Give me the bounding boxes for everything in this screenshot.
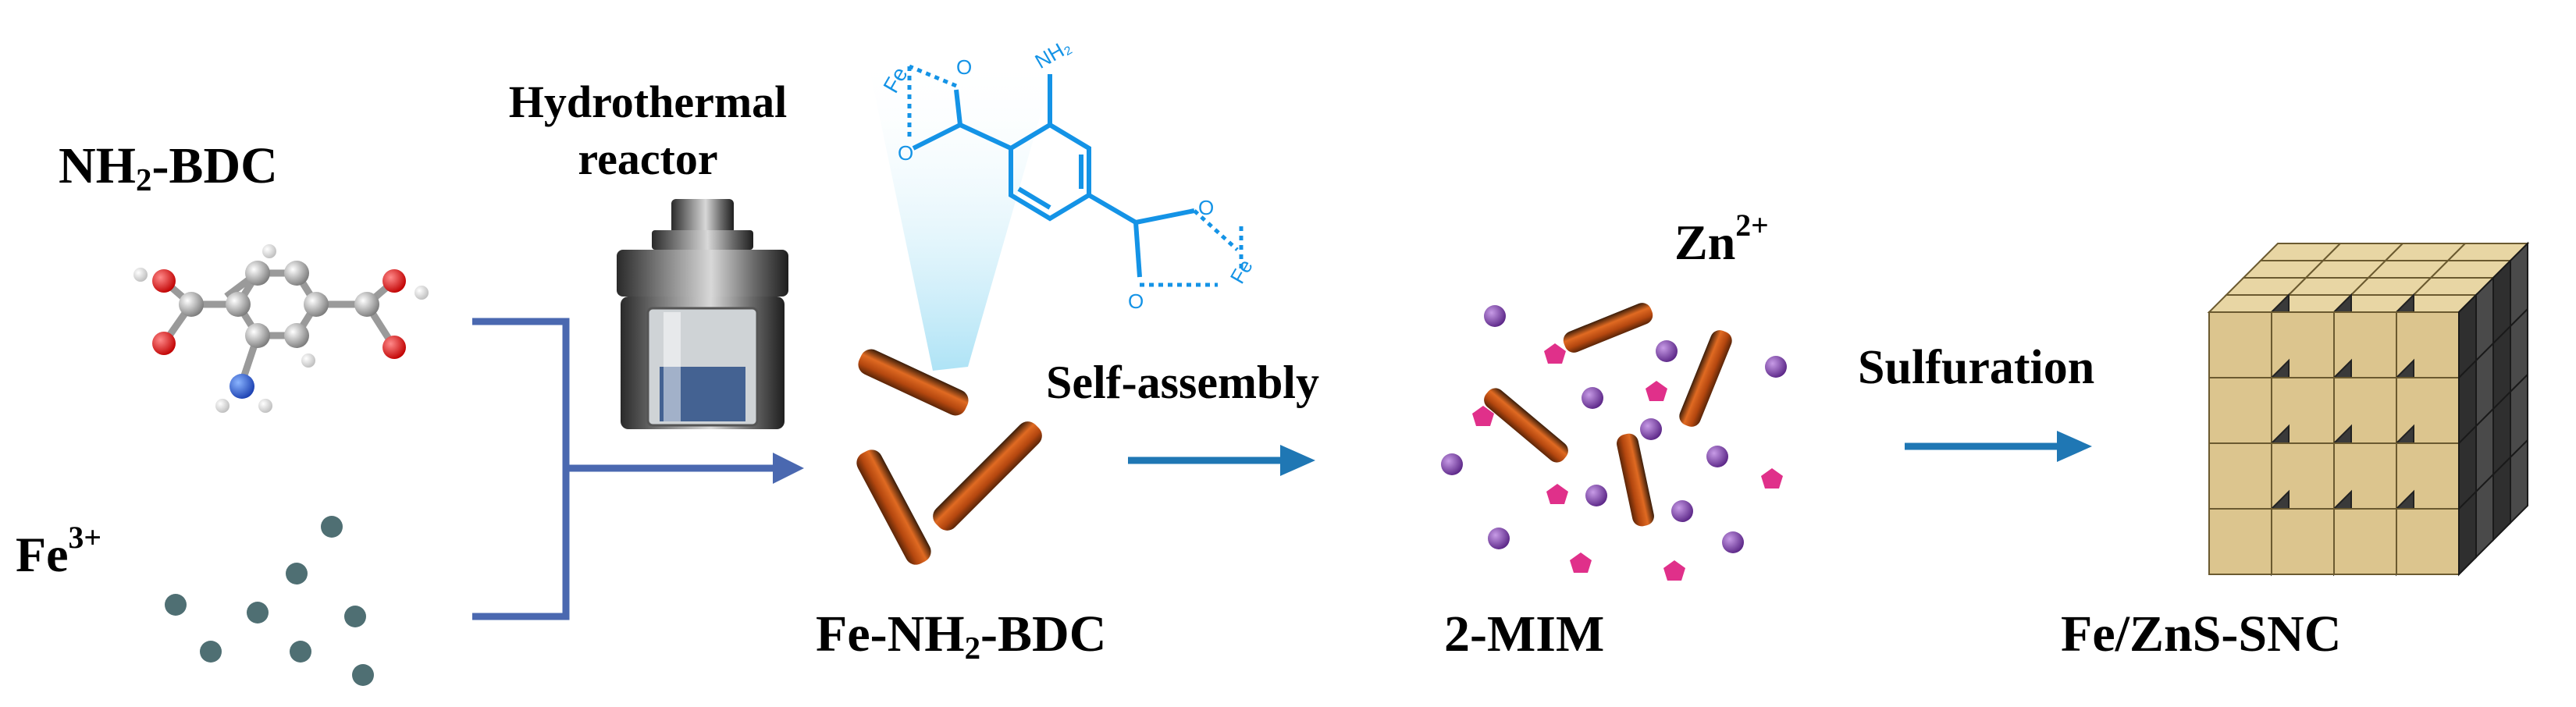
fe-nh2-bdc-structure — [907, 64, 1244, 287]
cube-front-face — [2396, 508, 2460, 575]
self-assembly-label: Self-assembly — [1046, 357, 1319, 408]
mixture-rods — [1484, 303, 1732, 527]
fe-nh2-bdc-suffix: -BDC — [980, 606, 1107, 663]
cube-front-face — [2208, 508, 2272, 575]
mim-molecules — [1472, 343, 1783, 581]
hydrothermal-reactor-label: Hydrothermal reactor — [468, 74, 827, 187]
fe-nh2-bdc-label: Fe-NH2-BDC — [816, 609, 1106, 665]
merge-connector — [472, 318, 777, 620]
cube-front-face — [2208, 377, 2272, 444]
fe-nh2-bdc-prefix: Fe-NH — [816, 606, 965, 663]
zn-ion-balls — [1441, 305, 1787, 553]
zoom-beam — [866, 55, 1058, 371]
zn2-sup: 2+ — [1735, 208, 1769, 243]
self-assembly-arrow-head — [1280, 445, 1315, 476]
fe-nh2-bdc-rods — [856, 349, 1042, 565]
hydrothermal-word: Hydrothermal — [508, 76, 788, 127]
fe-nh2-bdc-sub: 2 — [964, 631, 981, 666]
cube-front-face — [2208, 442, 2272, 510]
product-label: Fe/ZnS-SNC — [2061, 606, 2342, 663]
o-right-bottom-label: O — [1128, 290, 1144, 313]
cube-right-face — [2510, 438, 2528, 525]
fe3-ion-dots — [165, 516, 374, 686]
sulfuration-label: Sulfuration — [1858, 341, 2095, 394]
merge-arrow-head — [773, 453, 804, 484]
o-left-label: O — [898, 141, 913, 165]
o-right-top-label: O — [1198, 196, 1214, 219]
nh2-bdc-prefix: NH — [59, 137, 136, 194]
cube-front-face — [2333, 508, 2397, 575]
nh2-bdc-sub: 2 — [136, 162, 152, 198]
o-top-label: O — [956, 55, 972, 79]
nh2-bdc-suffix: -BDC — [151, 137, 278, 194]
2-mim-label: 2-MIM — [1444, 606, 1605, 663]
hydrothermal-reactor-icon — [617, 199, 788, 429]
cube-front-face — [2208, 311, 2272, 378]
zn2-label: Zn2+ — [1674, 208, 1769, 270]
fe3-sup: 3+ — [68, 520, 101, 555]
nh2-bdc-ball-stick-model — [133, 244, 429, 413]
fe-bottom-label: Fe — [1226, 255, 1258, 287]
reactor-word: reactor — [578, 133, 718, 184]
nh2-bdc-label: NH2-BDC — [59, 140, 278, 197]
fe3-label: Fe3+ — [16, 520, 101, 582]
zn2-base: Zn — [1674, 214, 1736, 270]
fe3-base: Fe — [16, 526, 69, 582]
product-cube-stack — [2207, 241, 2530, 577]
sulfuration-arrow-head — [2057, 431, 2092, 462]
cube-front-face — [2271, 508, 2335, 575]
